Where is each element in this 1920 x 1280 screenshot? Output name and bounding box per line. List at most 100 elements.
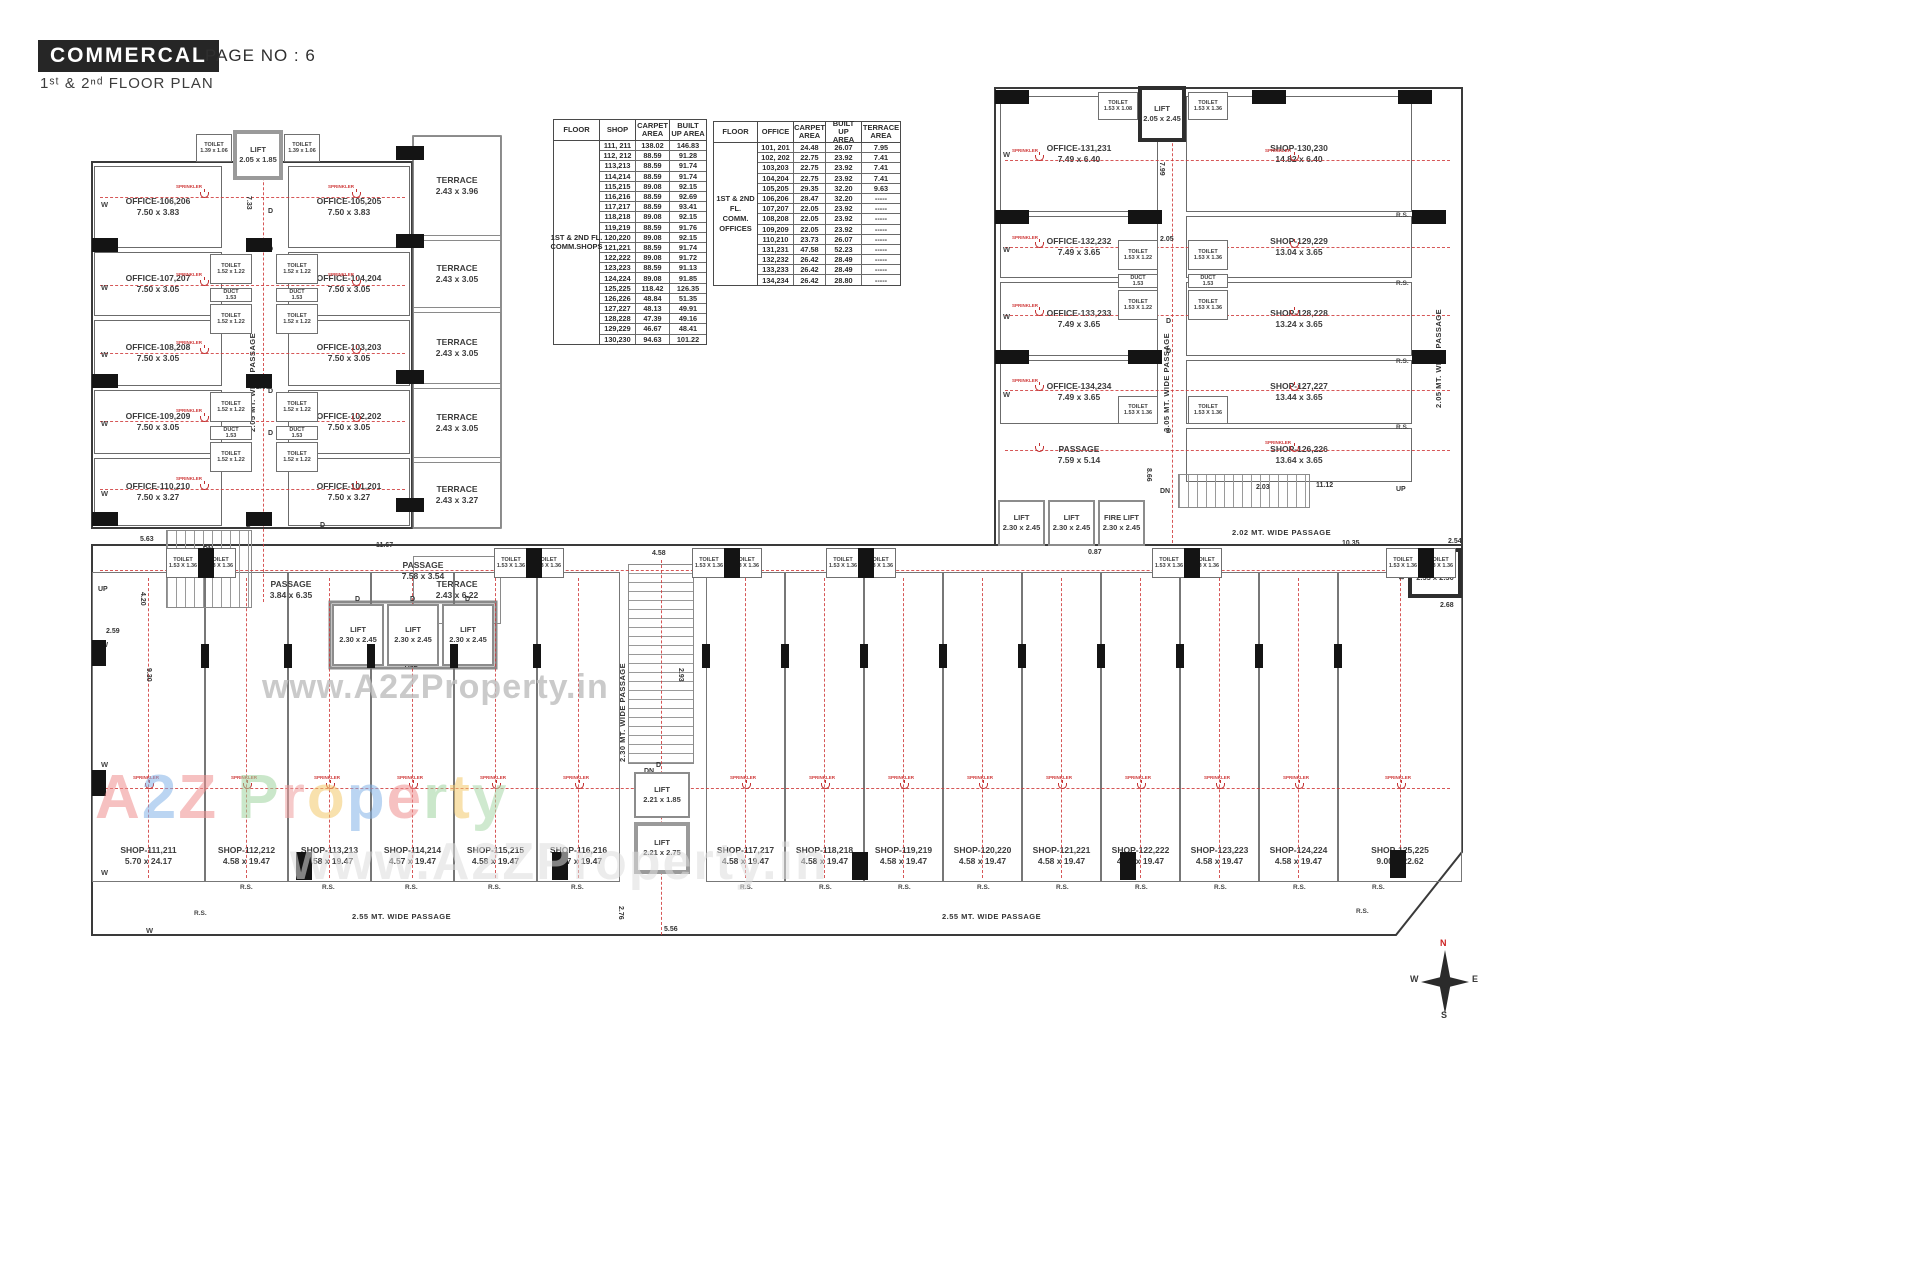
table-row: 122,222 89.08 91.72 [600,253,706,264]
rolling-shutter-label: R.S. [1396,280,1409,287]
brand-letter: P [237,763,281,832]
column-block [367,644,375,668]
sprinkler-icon [742,780,751,789]
table-row: 120,220 89.08 92.15 [600,232,706,243]
sprinkler-icon [1035,152,1044,161]
dimension-label: 4.58 [652,550,666,557]
table-row: 104,204 22.75 23.92 7.41 [758,173,900,184]
sprinkler-label: SPRINKLER [1265,440,1292,445]
sprinkler-line [100,570,1450,571]
table-row: 115,215 89.08 92.15 [600,181,706,192]
sprinkler-icon [200,413,209,422]
table-row: 118,218 89.08 92.15 [600,212,706,223]
column-block [284,644,292,668]
sprinkler-label: SPRINKLER [176,408,203,413]
dimension-label: UP [1396,486,1406,493]
column-block [1398,90,1432,104]
staircase [1178,474,1310,508]
dimension-label: D [268,388,274,395]
rolling-shutter-label: R.S. [405,884,418,891]
column-block [1128,350,1162,364]
column-block [995,90,1029,104]
rolling-shutter-label: R.S. [1396,424,1409,431]
sprinkler-icon [200,277,209,286]
sprinkler-line [1005,390,1450,391]
column-block [296,852,312,880]
sprinkler-line [263,132,264,602]
table-row: 116,216 88.59 92.69 [600,191,706,203]
table-row: 131,231 47.58 52.23 ----- [758,244,900,256]
sprinkler-line [412,578,413,878]
sprinkler-line [100,788,1450,789]
sprinkler-label: SPRINKLER [888,775,915,780]
window-label: W [146,926,154,935]
sprinkler-line [745,578,746,878]
sprinkler-line [1061,578,1062,878]
floor-label-cell: 1ST & 2ND FL. COMM. OFFICES [714,143,758,285]
dimension-label: D [410,596,416,603]
window-label: W [101,868,109,877]
table-row: 111, 211 138.02 146.83 [600,141,706,152]
compass-west: W [1410,974,1419,984]
sprinkler-label: SPRINKLER [328,272,355,277]
sprinkler-icon [352,345,361,354]
column-block [995,350,1029,364]
brand-letter: t [449,763,472,832]
sprinkler-label: SPRINKLER [1012,235,1039,240]
office-table-header: FLOOR OFFICE CARPET AREA BUILT UP AREA T… [714,119,900,144]
sprinkler-line [246,578,247,878]
table-row: 105,205 29.35 32.20 9.63 [758,183,900,194]
sprinkler-icon [200,481,209,490]
rolling-shutter-label: R.S. [1356,908,1369,915]
sprinkler-line [1172,88,1173,543]
table-row: 106,206 28.47 32.20 ----- [758,193,900,205]
brand-letter: 2 [141,763,179,832]
dimension-label: 2.54 [1448,538,1462,545]
sprinkler-label: SPRINKLER [1046,775,1073,780]
dimension-label: D [1166,428,1172,435]
column-block [702,644,710,668]
sprinkler-label: SPRINKLER [133,775,160,780]
passage-label: 2.02 MT. WIDE PASSAGE [1232,528,1332,537]
dimension-label: 9.30 [145,668,152,682]
column-block [396,498,424,512]
column-block [1334,644,1342,668]
dimension-label: 5.56 [664,926,678,933]
col-header: OFFICE [758,122,794,142]
dimension-label: D [656,762,662,769]
sprinkler-icon [1137,780,1146,789]
compass-north: N [1440,938,1447,948]
shop-table-header: FLOOR SHOP CARPET AREA BUILT UP AREA [554,120,706,141]
dimension-label: 2.05 [1160,236,1174,243]
sprinkler-label: SPRINKLER [176,184,203,189]
floor-label-cell: 1ST & 2ND FL. COMM.SHOPS [550,141,603,344]
sprinkler-icon [326,780,335,789]
sprinkler-line [578,578,579,878]
sprinkler-icon [821,780,830,789]
office-area-table: FLOOR OFFICE CARPET AREA BUILT UP AREA T… [713,119,901,286]
sprinkler-icon [352,189,361,198]
sprinkler-label: SPRINKLER [730,775,757,780]
table-row: 113,213 88.59 91.74 [600,161,706,172]
column-block [92,374,118,388]
sprinkler-line [100,421,405,422]
sprinkler-label: SPRINKLER [1012,148,1039,153]
